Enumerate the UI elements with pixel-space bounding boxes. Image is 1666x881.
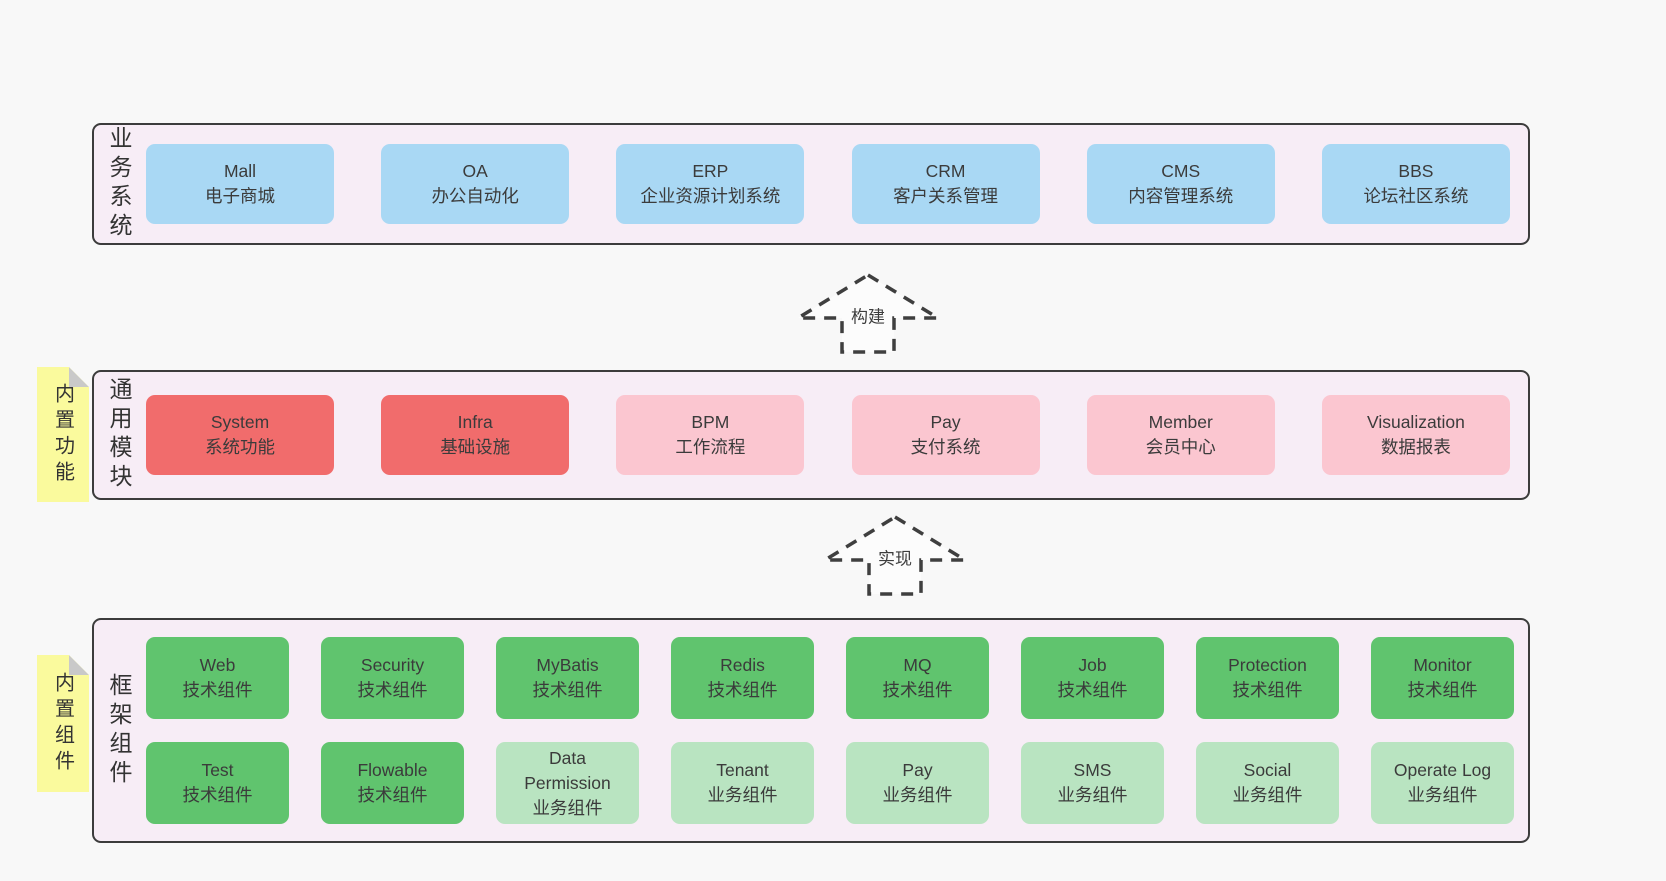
- sticky-note-built-in-components: 内置组件: [37, 655, 89, 792]
- box-bpm: BPM 工作流程: [616, 395, 805, 475]
- band-framework-components: 框架组件 Web 技术组件 Security 技术组件 MyBatis 技术组件…: [92, 618, 1530, 843]
- component-row-2: Test 技术组件 Flowable 技术组件 Data Permission …: [146, 742, 1514, 824]
- box-job: Job 技术组件: [1021, 637, 1164, 719]
- box-mall: Mall 电子商城: [146, 144, 334, 224]
- box-social: Social 业务组件: [1196, 742, 1339, 824]
- band-label-common-modules: 通用模块: [106, 377, 132, 493]
- box-pay-module: Pay 支付系统: [851, 395, 1040, 475]
- arrow-build-label: 构建: [848, 301, 888, 329]
- box-redis: Redis 技术组件: [671, 637, 814, 719]
- band-rows: Web 技术组件 Security 技术组件 MyBatis 技术组件 Redi…: [144, 620, 1528, 841]
- box-pay-component: Pay 业务组件: [846, 742, 989, 824]
- box-operate-log: Operate Log 业务组件: [1371, 742, 1514, 824]
- band-label-framework-components: 框架组件: [106, 672, 132, 789]
- box-tenant: Tenant 业务组件: [671, 742, 814, 824]
- box-cms: CMS 内容管理系统: [1086, 144, 1275, 224]
- box-flowable: Flowable 技术组件: [321, 742, 464, 824]
- band-business-systems: 业务系统 Mall 电子商城 OA 办公自动化 ERP 企业资源计划系统 CRM…: [92, 123, 1530, 245]
- box-test: Test 技术组件: [146, 742, 289, 824]
- box-monitor: Monitor 技术组件: [1371, 637, 1514, 719]
- box-mybatis: MyBatis 技术组件: [496, 637, 639, 719]
- folded-corner-icon: [69, 655, 89, 675]
- box-visualization: Visualization 数据报表: [1321, 395, 1510, 475]
- sticky-note-built-in-features: 内置功能: [37, 367, 89, 502]
- box-member: Member 会员中心: [1086, 395, 1275, 475]
- box-crm: CRM 客户关系管理: [851, 144, 1040, 224]
- box-system: System 系统功能: [146, 395, 334, 475]
- band-common-modules: 通用模块 System 系统功能 Infra 基础设施 BPM 工作流程 Pay…: [92, 370, 1530, 500]
- band-label-business-systems: 业务系统: [106, 126, 132, 242]
- folded-corner-icon: [69, 367, 89, 387]
- component-row-1: Web 技术组件 Security 技术组件 MyBatis 技术组件 Redi…: [146, 637, 1514, 719]
- band-items: Mall 电子商城 OA 办公自动化 ERP 企业资源计划系统 CRM 客户关系…: [144, 125, 1528, 243]
- box-protection: Protection 技术组件: [1196, 637, 1339, 719]
- box-security: Security 技术组件: [321, 637, 464, 719]
- box-mq: MQ 技术组件: [846, 637, 989, 719]
- box-erp: ERP 企业资源计划系统: [616, 144, 805, 224]
- arrow-implement: 实现: [820, 513, 970, 598]
- sticky-note-label: 内置组件: [51, 671, 74, 776]
- box-infra: Infra 基础设施: [381, 395, 570, 475]
- arrow-implement-label: 实现: [875, 543, 915, 571]
- sticky-note-label: 内置功能: [51, 382, 74, 487]
- box-web: Web 技术组件: [146, 637, 289, 719]
- box-oa: OA 办公自动化: [381, 144, 570, 224]
- band-items: System 系统功能 Infra 基础设施 BPM 工作流程 Pay 支付系统…: [144, 372, 1528, 498]
- box-bbs: BBS 论坛社区系统: [1321, 144, 1510, 224]
- box-sms: SMS 业务组件: [1021, 742, 1164, 824]
- arrow-build: 构建: [793, 271, 943, 356]
- box-data-permission: Data Permission 业务组件: [496, 742, 639, 824]
